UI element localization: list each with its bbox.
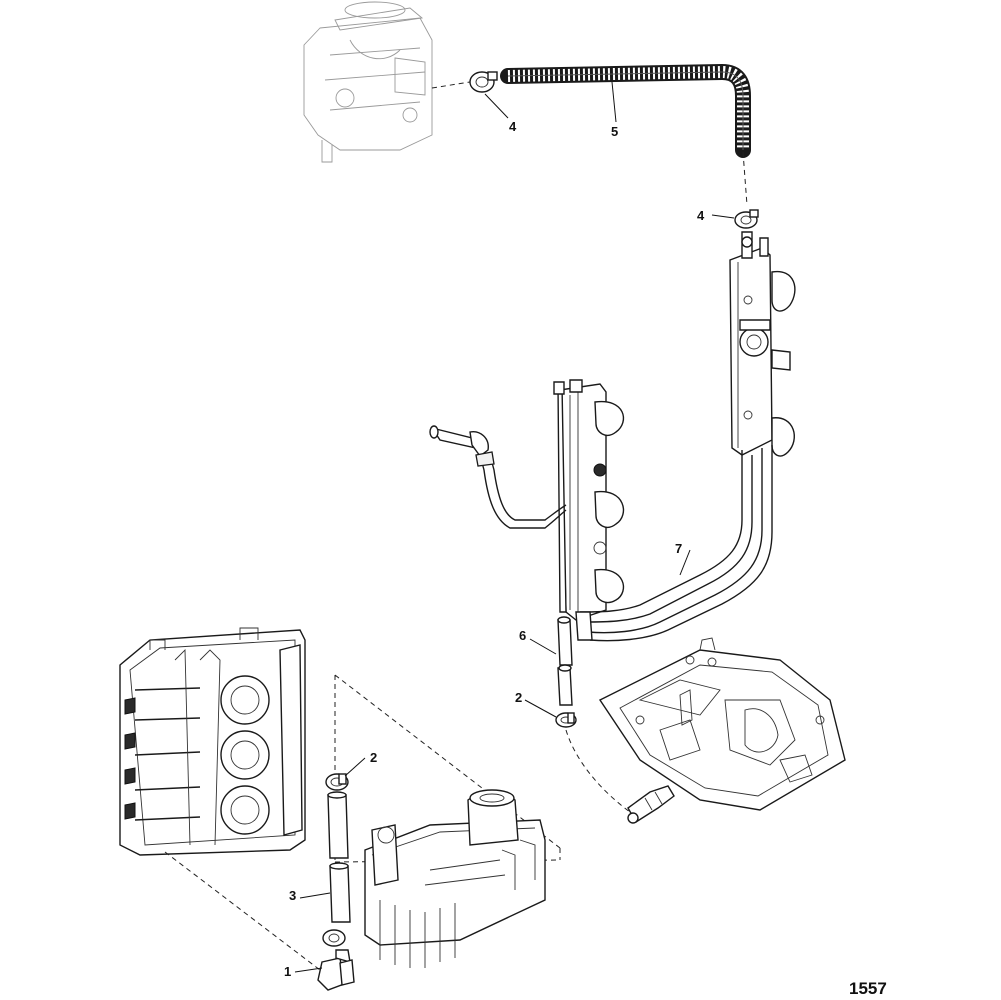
callout-1: 1	[284, 964, 291, 979]
hose-5	[500, 63, 751, 158]
hose-5-guide	[742, 151, 748, 206]
hose-6-guide	[565, 729, 631, 813]
barb-fitting	[627, 785, 675, 824]
callout-2-lower: 2	[370, 750, 377, 765]
hose-3	[327, 791, 351, 923]
clamp-lower	[322, 929, 346, 947]
hose-7	[575, 445, 773, 642]
callout-4-right: 4	[697, 208, 705, 223]
engine-guide	[164, 851, 321, 971]
adapter-plate	[598, 637, 846, 811]
callout-2-center: 2	[515, 690, 522, 705]
callout-5: 5	[611, 124, 618, 139]
hose-6	[557, 616, 573, 706]
clamp-4-top	[469, 71, 498, 93]
fuel-rail-right	[729, 231, 796, 457]
clamp-2-lower	[325, 773, 349, 791]
engine-block	[119, 627, 306, 856]
fuel-pump-illustration	[303, 1, 471, 163]
callout-7: 7	[675, 541, 682, 556]
callout-3: 3	[289, 888, 296, 903]
callout-4-top: 4	[509, 119, 517, 134]
figure-number: 1557	[849, 979, 887, 998]
fuel-rail-left	[553, 379, 625, 621]
clamp-4-right	[734, 209, 759, 229]
fuel-module	[334, 674, 561, 968]
leader-lines	[294, 81, 735, 973]
elbow-fitting-1	[317, 949, 355, 991]
fuel-inlet-line	[429, 425, 567, 529]
callout-6: 6	[519, 628, 526, 643]
callouts: 4 5 4 7 6 2 2 3 1	[284, 119, 705, 979]
clamp-2-center	[555, 712, 577, 728]
